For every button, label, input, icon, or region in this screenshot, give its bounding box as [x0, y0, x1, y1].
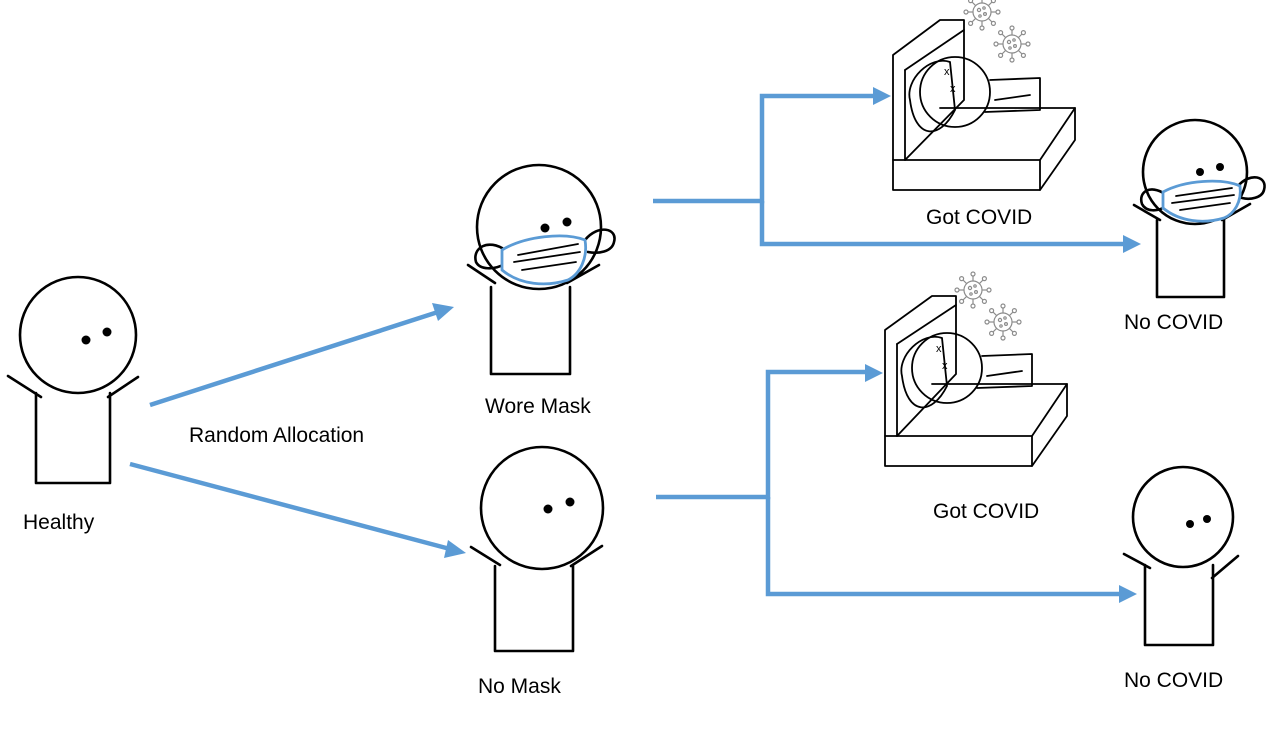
- arrowhead-mask-got-covid: [873, 87, 891, 105]
- virus-icon: [984, 303, 1022, 341]
- face-mask: [1161, 179, 1242, 223]
- face-mask: [500, 234, 588, 286]
- branch-wore-mask: [653, 93, 874, 204]
- label-got-covid-mask: Got COVID: [926, 206, 1032, 229]
- healthy-unmasked-person-icon: [1122, 465, 1240, 647]
- branch-wore-mask-lower: [759, 201, 1124, 247]
- svg-text:x: x: [936, 343, 942, 355]
- virus-icon: [993, 25, 1031, 63]
- label-no-covid-nomask: No COVID: [1124, 669, 1223, 692]
- arrow-to-wore-mask: [149, 309, 439, 408]
- label-wore-mask: Wore Mask: [485, 395, 591, 418]
- unmasked-person-icon: [469, 445, 605, 653]
- branch-no-mask-lower: [765, 497, 1120, 597]
- label-got-covid-nomask: Got COVID: [933, 500, 1039, 523]
- branch-no-mask: [656, 369, 866, 500]
- arrowhead-mask-no-covid: [1123, 235, 1141, 253]
- virus-icon: [963, 0, 1001, 31]
- sick-in-bed-icon-mask-group: x x: [892, 0, 1076, 191]
- svg-text:x: x: [950, 83, 956, 95]
- arrowhead-no-mask: [444, 540, 466, 558]
- arrow-to-no-mask: [129, 461, 451, 552]
- arrowhead-nomask-got-covid: [865, 364, 883, 382]
- arrowhead-nomask-no-covid: [1119, 585, 1137, 603]
- label-no-covid-mask: No COVID: [1124, 311, 1223, 334]
- label-healthy: Healthy: [23, 511, 95, 534]
- svg-text:x: x: [944, 66, 950, 78]
- virus-icon: [954, 271, 992, 309]
- label-random-allocation: Random Allocation: [189, 424, 364, 447]
- healthy-person-icon: [6, 275, 140, 485]
- masked-person-icon: [466, 163, 616, 376]
- sick-in-bed-icon-nomask-group: x x: [884, 271, 1068, 467]
- arrowhead-wore-mask: [432, 303, 454, 321]
- flow-arrows: [129, 87, 1141, 603]
- masked-healthy-person-icon: [1132, 118, 1266, 299]
- label-no-mask: No Mask: [478, 675, 561, 698]
- svg-text:x: x: [942, 360, 948, 372]
